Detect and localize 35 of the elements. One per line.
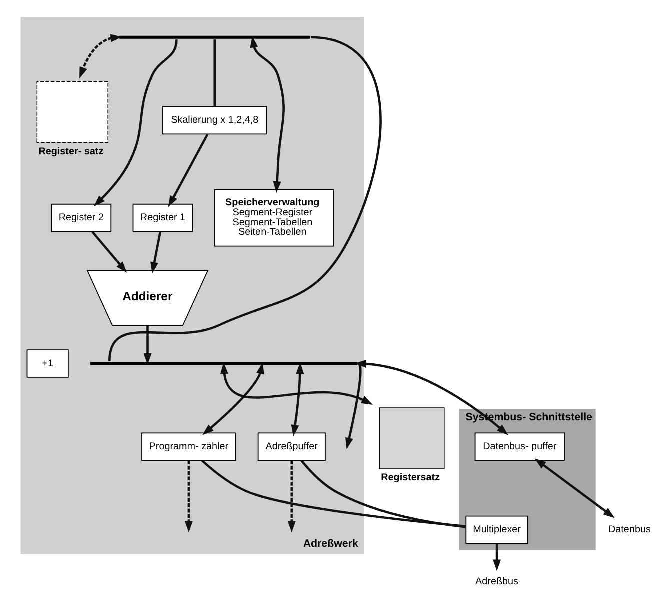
arrow	[143, 326, 152, 365]
arrow	[250, 36, 284, 194]
arrow	[150, 232, 162, 274]
arrow	[79, 34, 122, 79]
arrow	[90, 231, 127, 274]
arrow	[290, 362, 304, 437]
connector	[213, 40, 216, 107]
node-label: Register- satz	[38, 146, 104, 158]
arrow	[93, 40, 178, 207]
connector	[300, 460, 466, 528]
node-box: Register 1	[132, 204, 193, 232]
node-bar	[90, 362, 357, 366]
arrow	[168, 134, 208, 208]
node-label: Registersatz	[380, 472, 440, 484]
node-text: Adreßbus	[475, 576, 518, 588]
arrow	[287, 460, 296, 533]
arrow	[492, 544, 501, 572]
node-box: Multiplexer	[465, 516, 528, 544]
node-box: Adreßpuffer	[257, 432, 326, 462]
arrow	[184, 460, 192, 533]
node-box: +1	[26, 350, 68, 378]
arrow	[534, 458, 614, 518]
node-box: Datenbus- puffer	[474, 432, 564, 462]
node-box: Speicherverwaltung Segment-Register Segment-Tabellen Seiten-Tabellen	[214, 189, 334, 247]
node-box: Skalierung x 1,2,4,8	[162, 106, 267, 135]
arrow	[220, 362, 373, 405]
arrow	[202, 362, 264, 436]
connector	[108, 36, 382, 362]
node-box: Programm- zähler	[141, 432, 236, 462]
node-text: Datenbus	[608, 524, 650, 536]
arrow	[344, 360, 366, 450]
node-box: Register 2	[50, 204, 112, 232]
connector	[200, 460, 466, 528]
arrow	[354, 360, 508, 436]
node-bar	[119, 36, 310, 39]
